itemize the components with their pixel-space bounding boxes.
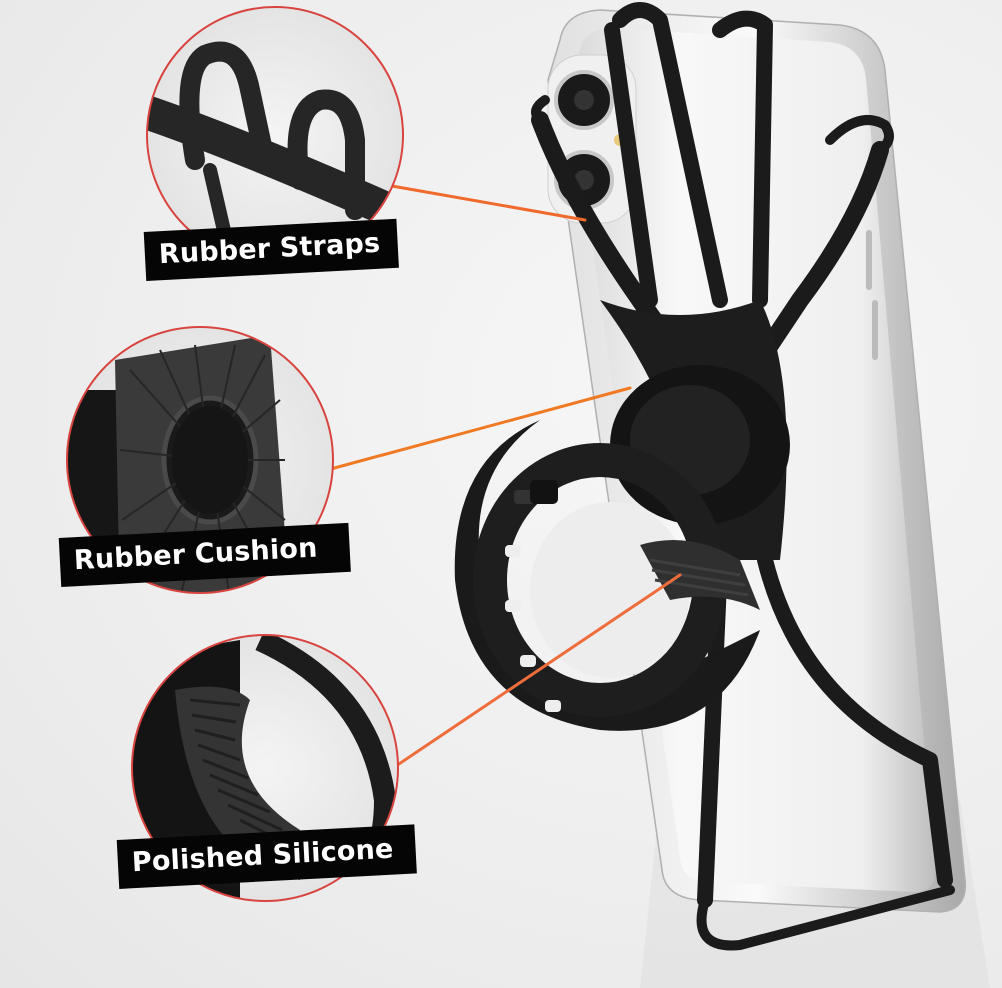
handlebar-strap: [454, 420, 760, 731]
callout-line-cushion: [325, 386, 632, 472]
strap-detail-icon: [146, 6, 404, 264]
callout-lines: [325, 184, 682, 772]
callout-line-silicone: [388, 573, 682, 772]
callout-line-straps: [390, 184, 587, 222]
